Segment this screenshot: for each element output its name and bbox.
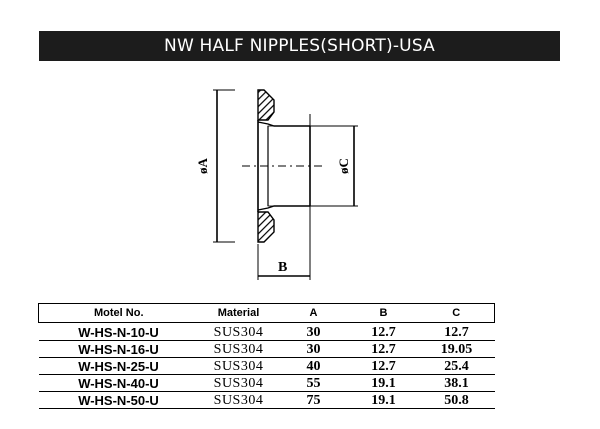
upper-flange-section <box>257 89 310 127</box>
cell-b: 12.7 <box>348 322 419 341</box>
cell-material: SUS304 <box>198 391 279 409</box>
col-header-c: C <box>418 303 495 323</box>
table-row: W-HS-N-10-U SUS304 30 12.7 12.7 <box>38 322 495 341</box>
dim-b-label: B <box>278 260 287 275</box>
cell-b: 12.7 <box>348 357 419 375</box>
table-row: W-HS-N-16-U SUS304 30 12.7 19.05 <box>38 340 495 358</box>
dim-b-line <box>257 244 310 280</box>
dim-a-label: øA <box>195 158 210 175</box>
technical-drawing: øA øC B <box>195 89 358 280</box>
cell-a: 55 <box>278 374 349 392</box>
cell-material: SUS304 <box>198 322 279 341</box>
lower-flange-section <box>257 205 310 243</box>
cell-material: SUS304 <box>198 374 279 392</box>
cell-a: 30 <box>278 322 349 341</box>
cell-c: 12.7 <box>418 322 495 341</box>
cell-c: 25.4 <box>418 357 495 375</box>
table-row: W-HS-N-40-U SUS304 55 19.1 38.1 <box>38 374 495 392</box>
cell-c: 38.1 <box>418 374 495 392</box>
dim-a-line <box>213 89 235 243</box>
cell-a: 40 <box>278 357 349 375</box>
dim-c-line <box>310 125 358 207</box>
page-title: NW HALF NIPPLES(SHORT)-USA <box>164 36 435 56</box>
cell-b: 12.7 <box>348 340 419 358</box>
col-header-b: B <box>348 303 419 323</box>
tube-body <box>257 114 311 280</box>
cell-material: SUS304 <box>198 340 279 358</box>
cell-model: W-HS-N-16-U <box>38 340 199 358</box>
cell-b: 19.1 <box>348 374 419 392</box>
cell-model: W-HS-N-50-U <box>38 391 199 409</box>
table-row: W-HS-N-25-U SUS304 40 12.7 25.4 <box>38 357 495 375</box>
cell-a: 75 <box>278 391 349 409</box>
cell-c: 19.05 <box>418 340 495 358</box>
cell-a: 30 <box>278 340 349 358</box>
dim-c-label: øC <box>336 158 351 174</box>
col-header-model: Motel No. <box>38 303 199 323</box>
cell-b: 19.1 <box>348 391 419 409</box>
table-row: W-HS-N-50-U SUS304 75 19.1 50.8 <box>38 391 495 409</box>
cell-c: 50.8 <box>418 391 495 409</box>
cell-model: W-HS-N-10-U <box>38 322 199 341</box>
page-title-bar: NW HALF NIPPLES(SHORT)-USA <box>39 31 560 61</box>
cell-material: SUS304 <box>198 357 279 375</box>
col-header-a: A <box>278 303 349 323</box>
spec-table: Motel No. Material A B C W-HS-N-10-U SUS… <box>38 303 495 409</box>
cell-model: W-HS-N-25-U <box>38 357 199 375</box>
col-header-material: Material <box>198 303 279 323</box>
cell-model: W-HS-N-40-U <box>38 374 199 392</box>
table-header-row: Motel No. Material A B C <box>38 303 495 323</box>
